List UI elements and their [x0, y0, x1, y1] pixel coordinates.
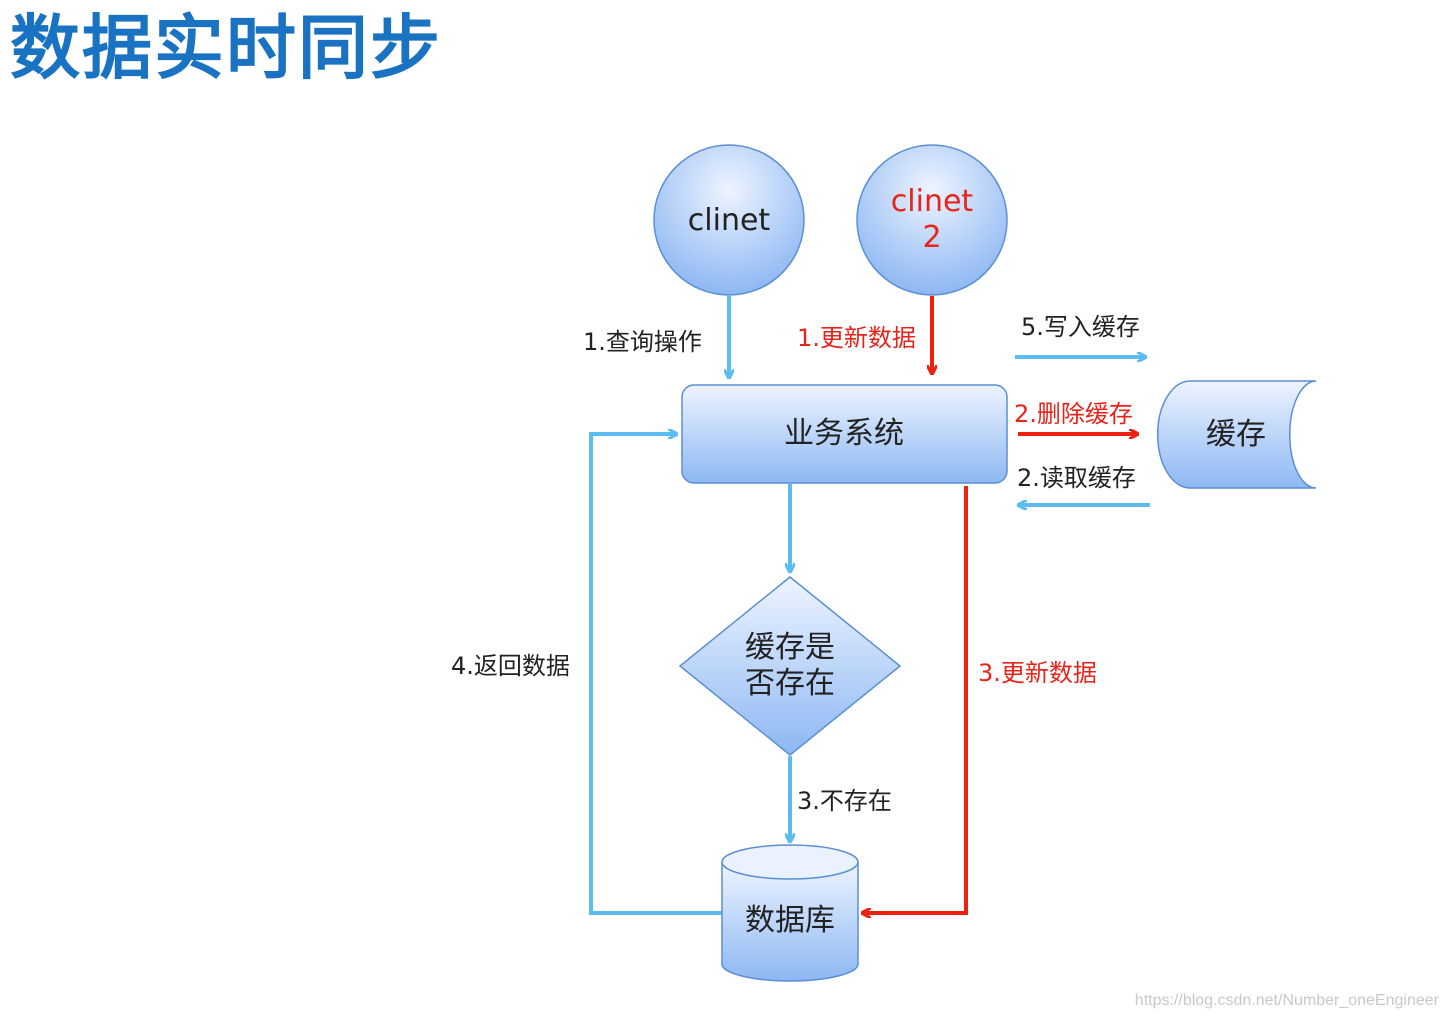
database-label: 数据库	[745, 903, 835, 938]
cache-node: 缓存	[1156, 380, 1317, 489]
cache-label: 缓存	[1206, 417, 1266, 452]
client-node: clinet	[653, 144, 805, 296]
client2-number: 2	[922, 220, 941, 255]
label-write-cache: 5.写入缓存	[1021, 313, 1140, 341]
label-delete-cache: 2.删除缓存	[1014, 400, 1133, 428]
client2-label: clinet	[891, 184, 974, 219]
decision-label-line2: 否存在	[745, 666, 835, 701]
business-system-label: 业务系统	[784, 416, 904, 451]
watermark: https://blog.csdn.net/Number_oneEngineer	[1134, 992, 1439, 1009]
edge-return-data	[589, 434, 722, 915]
business-system-node: 业务系统	[681, 384, 1008, 484]
database-node: 数据库	[721, 844, 859, 982]
label-return-data: 4.返回数据	[451, 652, 570, 680]
client-label: clinet	[688, 203, 771, 238]
decision-label-line1: 缓存是	[745, 630, 835, 665]
client2-node: clinet 2	[856, 144, 1008, 296]
label-update1: 1.更新数据	[797, 324, 916, 352]
label-update3: 3.更新数据	[978, 659, 1097, 687]
label-query: 1.查询操作	[583, 328, 702, 356]
page-title: 数据实时同步	[10, 7, 442, 89]
label-not-exist: 3.不存在	[797, 787, 892, 815]
edge-update3	[862, 486, 968, 913]
label-read-cache: 2.读取缓存	[1017, 464, 1136, 492]
decision-node: 缓存是 否存在	[678, 576, 902, 756]
